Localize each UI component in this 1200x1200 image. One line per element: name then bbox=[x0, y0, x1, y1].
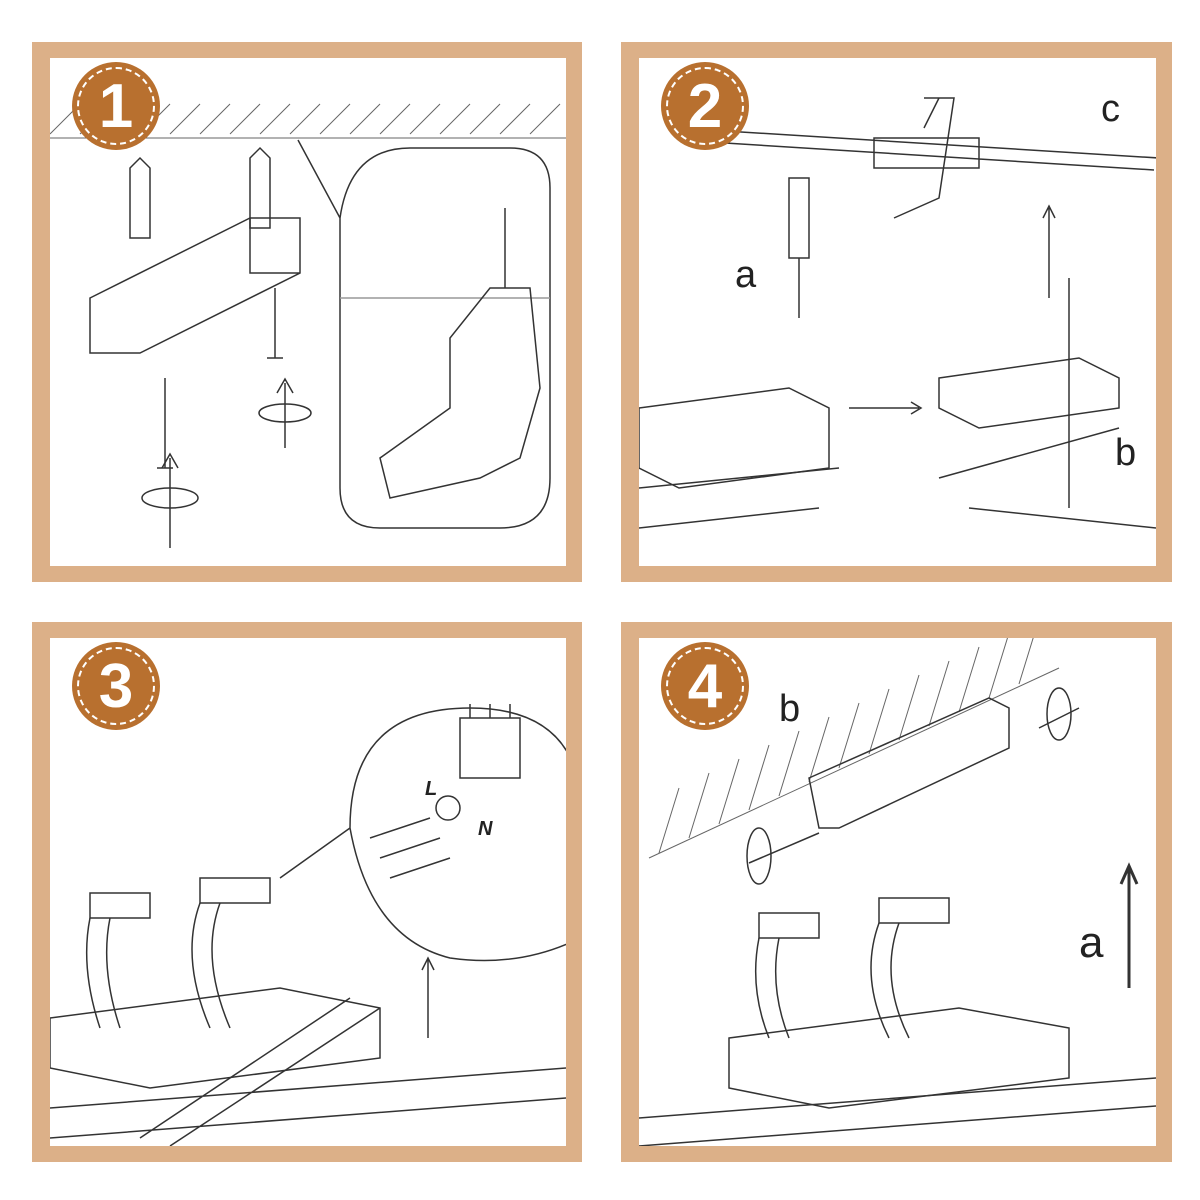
assembled-fixture bbox=[708, 97, 1156, 219]
cables bbox=[754, 922, 910, 1039]
screwdriver bbox=[788, 177, 810, 318]
step-2-illustration: a b c 2 bbox=[639, 58, 1156, 566]
label-c: c bbox=[1101, 88, 1120, 130]
step-number: 4 bbox=[687, 651, 723, 721]
drill bbox=[379, 208, 541, 499]
terminal-block bbox=[459, 704, 521, 779]
step-number-badge: 3 bbox=[72, 642, 160, 730]
mounting-box bbox=[639, 357, 1120, 489]
bar bbox=[639, 427, 1156, 529]
mounting-box bbox=[728, 1007, 1070, 1109]
wires bbox=[369, 817, 451, 879]
mounting-bracket bbox=[808, 697, 1010, 829]
label-live: L bbox=[425, 778, 438, 800]
label-b: b bbox=[1115, 432, 1137, 474]
step-1-panel: 1 bbox=[32, 42, 582, 582]
connector bbox=[89, 877, 271, 919]
detail-callout bbox=[279, 707, 566, 962]
step-4-panel: b a 4 bbox=[621, 622, 1172, 1162]
connector bbox=[758, 897, 950, 939]
rotate-arrow bbox=[748, 707, 1080, 864]
step-3-panel: L N 3 bbox=[32, 622, 582, 1162]
step-number-badge: 4 bbox=[661, 642, 749, 730]
detail-callout bbox=[297, 139, 551, 529]
label-b: b bbox=[779, 688, 801, 730]
step-3-illustration: L N 3 bbox=[50, 638, 566, 1146]
up-arrow bbox=[1119, 862, 1139, 988]
step-number: 1 bbox=[98, 71, 134, 141]
label-neutral: N bbox=[478, 818, 493, 840]
label-a: a bbox=[735, 254, 757, 296]
step-4-illustration: b a 4 bbox=[639, 638, 1156, 1146]
arrow bbox=[849, 204, 1056, 415]
screw bbox=[157, 288, 283, 469]
bar bbox=[50, 997, 566, 1146]
earth-symbol bbox=[435, 795, 461, 821]
step-1-illustration: 1 bbox=[50, 58, 566, 566]
step-number-badge: 1 bbox=[72, 62, 160, 150]
up-arrow bbox=[161, 377, 294, 548]
mounting-box bbox=[50, 987, 381, 1089]
step-number-badge: 2 bbox=[661, 62, 749, 150]
step-2-panel: a b c 2 bbox=[621, 42, 1172, 582]
step-number: 2 bbox=[687, 71, 723, 141]
label-a: a bbox=[1079, 918, 1104, 967]
cables bbox=[85, 902, 231, 1029]
up-arrow bbox=[421, 956, 435, 1038]
mounting-bracket bbox=[89, 217, 301, 354]
wall-plug bbox=[129, 146, 271, 239]
bar bbox=[639, 1077, 1156, 1146]
step-number: 3 bbox=[98, 651, 134, 721]
